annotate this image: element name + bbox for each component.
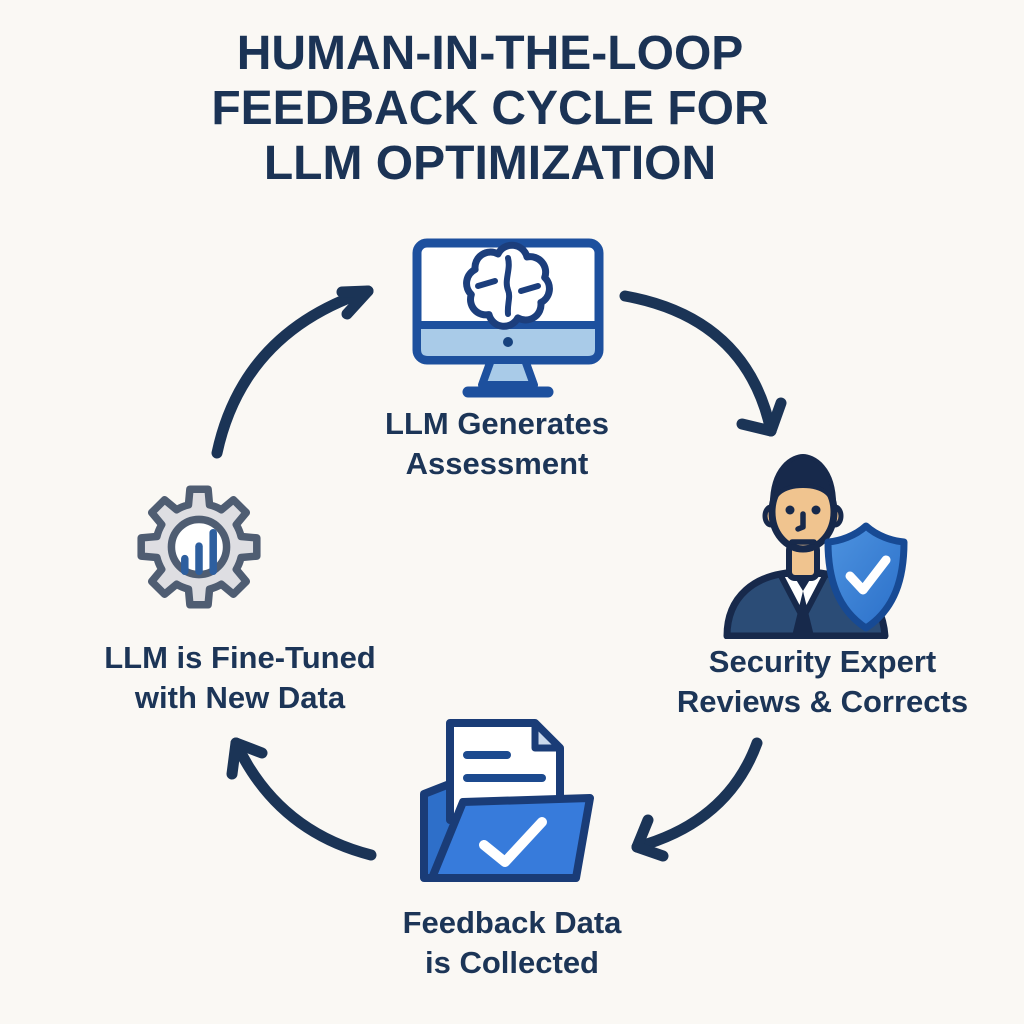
shield-checkmark-icon bbox=[845, 555, 891, 595]
arrow-expert-to-feedback-icon bbox=[631, 737, 763, 862]
folder-checkmark-icon bbox=[479, 817, 547, 867]
diagram-title-line-3: LLM OPTIMIZATION bbox=[263, 137, 717, 190]
bar-chart-bars-icon bbox=[181, 529, 217, 575]
arrow-finetune-to-llm-icon bbox=[211, 285, 374, 459]
monitor-brain-icon bbox=[412, 238, 604, 398]
diagram-title: HUMAN-IN-THE-LOOP FEEDBACK CYCLE FOR LLM… bbox=[0, 26, 980, 191]
stage-label-line: Reviews & Corrects bbox=[676, 684, 969, 719]
stage-label-line: Feedback Data bbox=[402, 905, 622, 940]
stage-label-line: LLM is Fine-Tuned bbox=[104, 640, 376, 675]
security-expert-shield-icon bbox=[723, 454, 908, 639]
stage-label-llm-generates: LLM Generates Assessment bbox=[327, 404, 667, 484]
stage-label-line: Security Expert bbox=[708, 644, 937, 679]
arrow-llm-to-expert-icon bbox=[619, 290, 787, 437]
stage-label-line: is Collected bbox=[425, 945, 599, 980]
diagram-title-line-2: FEEDBACK CYCLE FOR bbox=[211, 82, 769, 135]
stage-label-llm-fine-tuned: LLM is Fine-Tuned with New Data bbox=[55, 638, 425, 718]
arrow-feedback-to-finetune-icon bbox=[226, 737, 377, 861]
diagram-title-line-1: HUMAN-IN-THE-LOOP bbox=[236, 27, 744, 80]
folder-document-check-icon bbox=[420, 719, 594, 882]
stage-label-line: with New Data bbox=[134, 680, 346, 715]
stage-label-line: LLM Generates bbox=[385, 406, 609, 441]
gear-bar-chart-icon bbox=[137, 485, 261, 609]
stage-label-line: Assessment bbox=[405, 446, 589, 481]
stage-label-feedback-data: Feedback Data is Collected bbox=[342, 903, 682, 983]
stage-label-security-expert: Security Expert Reviews & Corrects bbox=[640, 642, 1005, 722]
